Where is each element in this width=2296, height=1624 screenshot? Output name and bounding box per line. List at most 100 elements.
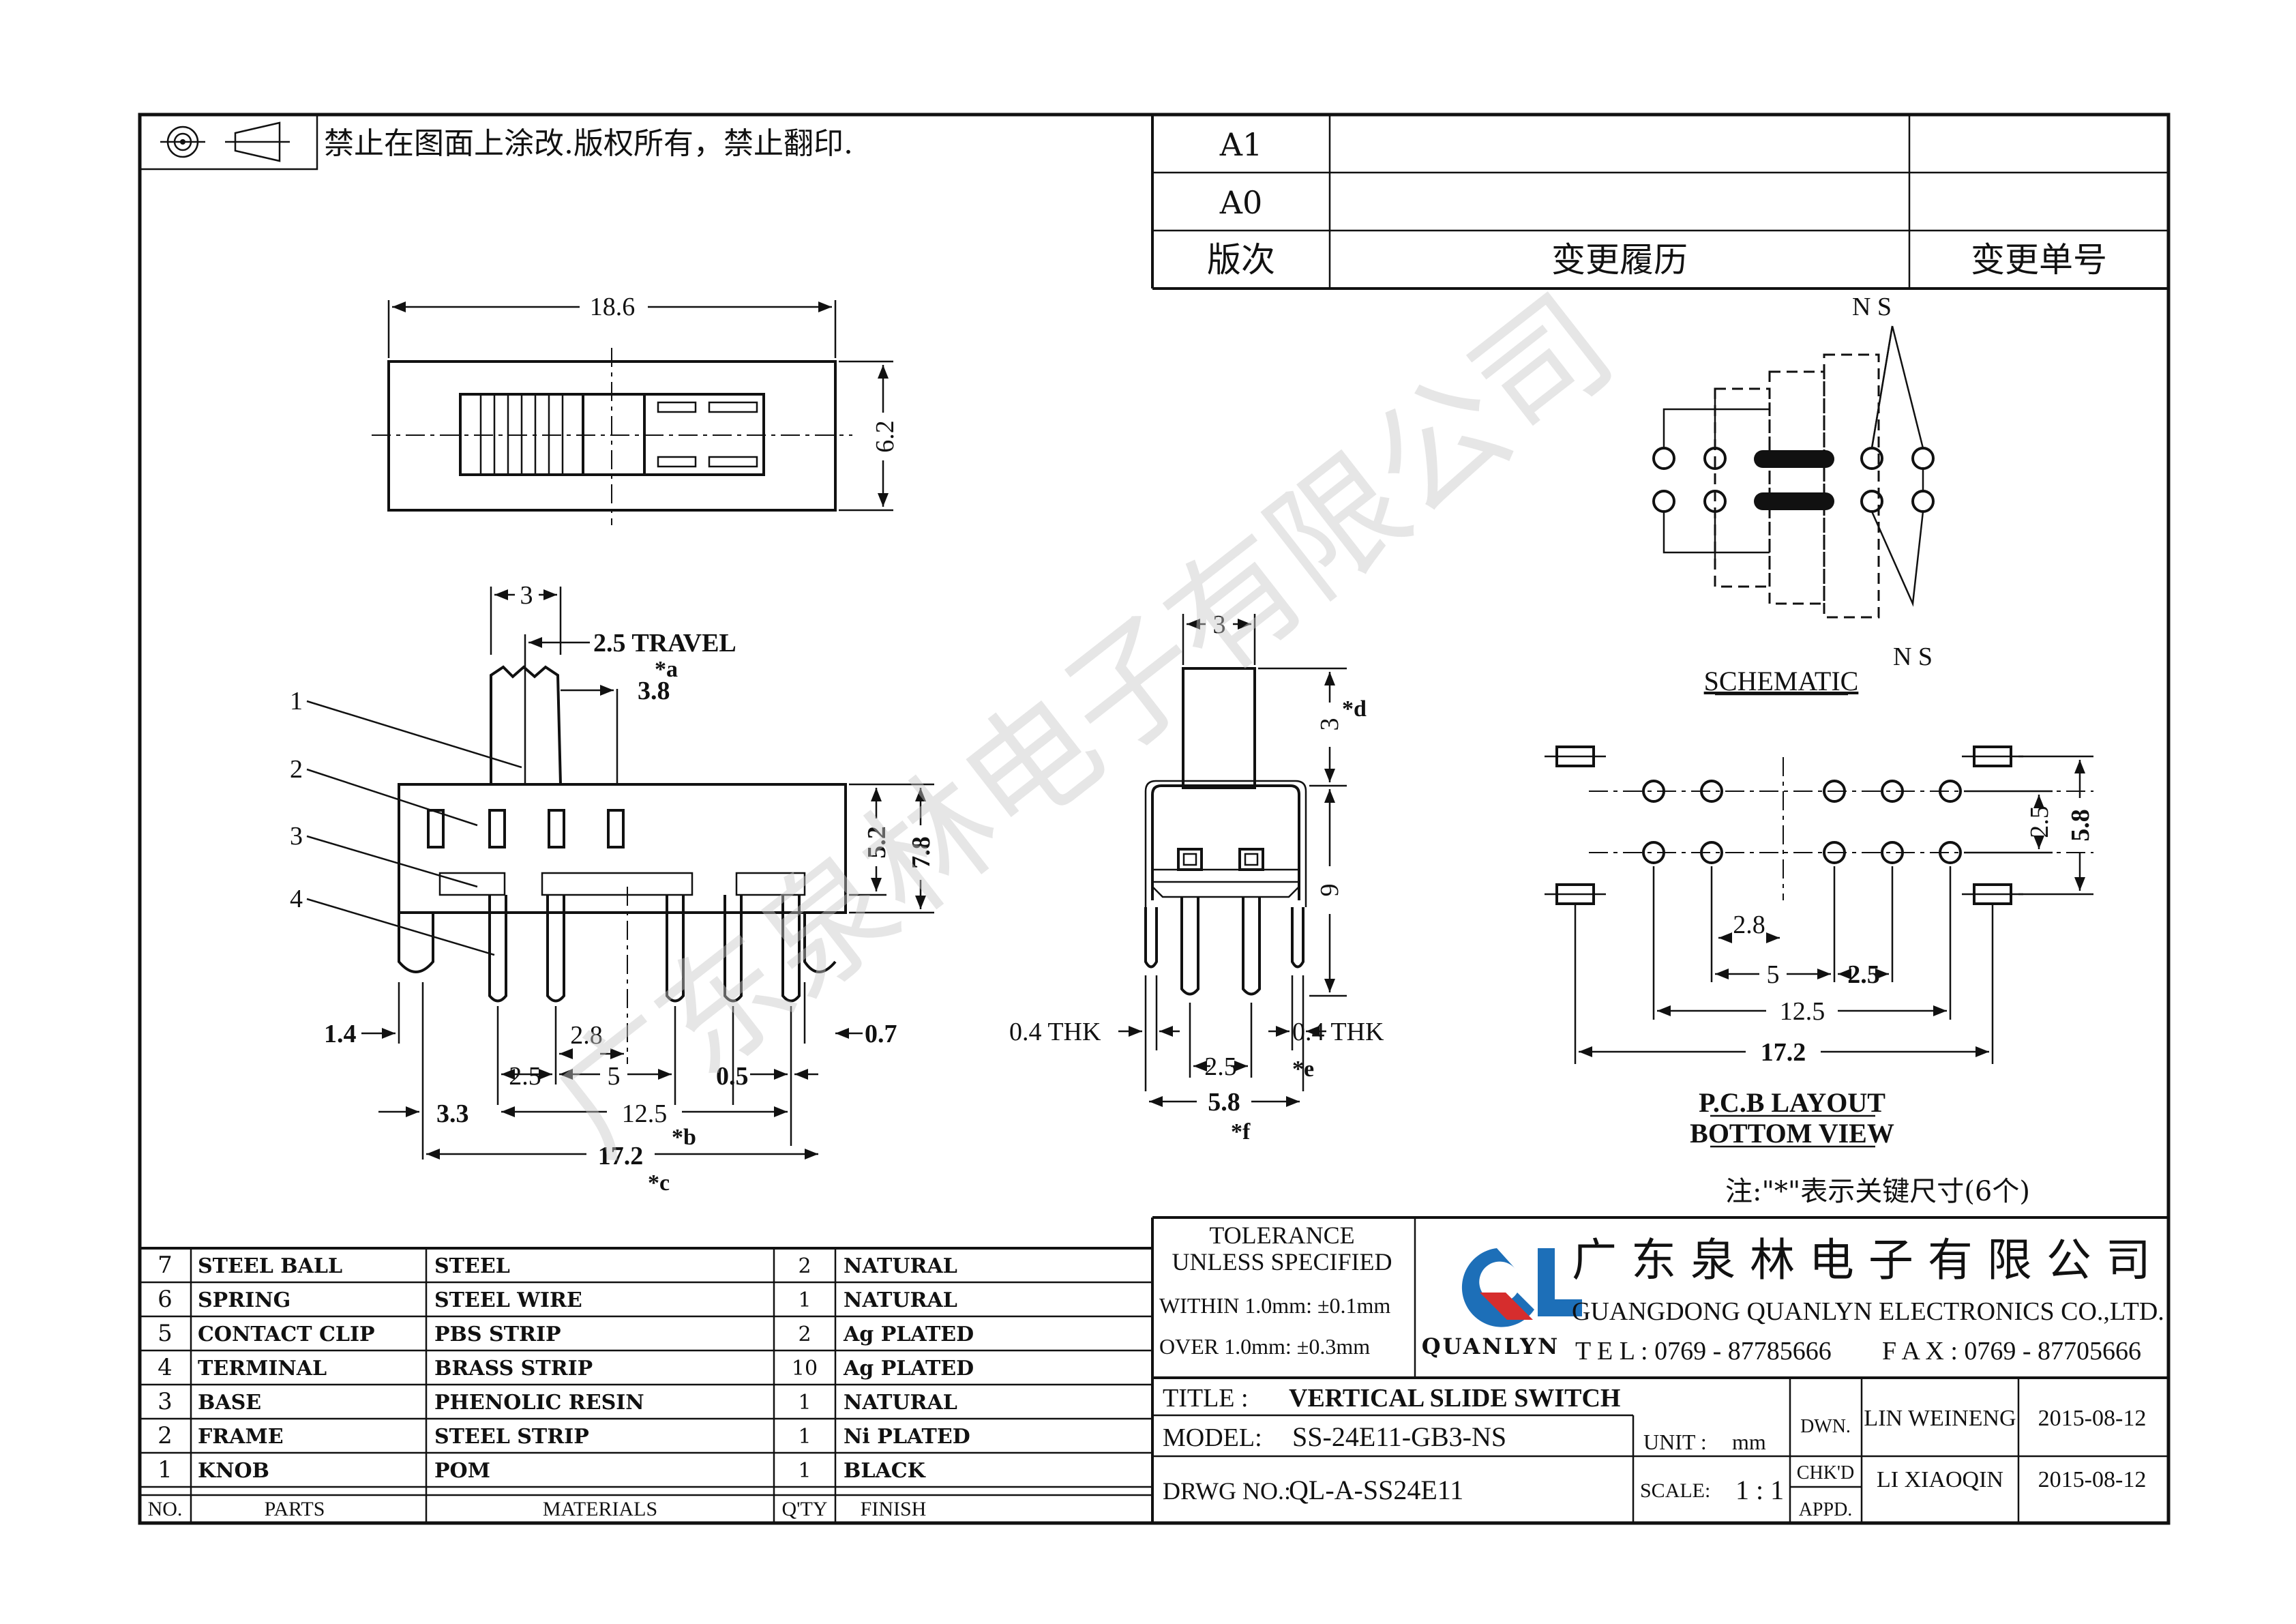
bom-cell-part: SPRING: [198, 1288, 290, 1312]
mark-a: *a: [655, 657, 678, 682]
pcb-title-1: P.C.B LAYOUT: [1699, 1087, 1885, 1118]
model-label: MODEL:: [1163, 1423, 1262, 1452]
chk-name: LI XIAOQIN: [1877, 1467, 2003, 1492]
bom-cell-material: POM: [434, 1459, 490, 1483]
end-view: 3 3 *d 9 0.4 THK 0.4 THK 2.5 *e 5.8 *f: [1009, 610, 1384, 1145]
bom-cell-finish: Ag PLATED: [843, 1357, 974, 1381]
bom-cell-part: KNOB: [198, 1459, 269, 1483]
title-label: TITLE :: [1163, 1384, 1249, 1413]
header-notice: 禁止在图面上涂改.版权所有，禁止翻印.: [138, 113, 853, 171]
bom-cell-no: 2: [158, 1422, 173, 1449]
bom-header-no: NO.: [148, 1498, 183, 1520]
schematic: N S N S SCHEMATIC: [1652, 293, 1935, 696]
bom-cell-finish: NATURAL: [844, 1391, 957, 1415]
callout-3: 3: [290, 822, 303, 851]
drwg-value: QL-A-SS24E11: [1289, 1475, 1463, 1505]
bom-header-finish: FINISH: [861, 1498, 927, 1520]
pcb-title-2: BOTTOM VIEW: [1690, 1118, 1894, 1149]
pcb-dim-12-5: 12.5: [1780, 997, 1825, 1026]
tolerance-4: OVER 1.0mm: ±0.3mm: [1159, 1334, 1370, 1359]
bom-cell-material: STEEL: [434, 1254, 510, 1278]
logo-text: QUANLYN: [1422, 1333, 1560, 1359]
mark-c: *c: [648, 1170, 670, 1196]
pcb-layout: 2.5 5.8 2.8 5 2.5 12.5 17.2 P.C.B LAYOUT…: [1545, 745, 2095, 1149]
callout-4: 4: [290, 885, 303, 913]
bom-cell-part: TERMINAL: [198, 1357, 327, 1381]
key-dimension-note: 注:"*"表示关键尺寸(6个): [1725, 1176, 2030, 1207]
dim-6-2: 6.2: [871, 420, 899, 453]
title-block: TOLERANCE UNLESS SPECIFIED WITHIN 1.0mm:…: [1152, 1216, 2168, 1523]
dim-0-7: 0.7: [865, 1020, 897, 1048]
chk-date: 2015-08-12: [2038, 1467, 2147, 1492]
drwg-label: DRWG NO.:: [1163, 1477, 1291, 1505]
title-value: VERTICAL SLIDE SWITCH: [1289, 1384, 1621, 1413]
dim-17-2: 17.2: [598, 1142, 644, 1170]
thk-right: 0.4 THK: [1292, 1018, 1384, 1046]
bom-header-material: MATERIALS: [543, 1498, 657, 1520]
side-view: 1 2 3 4 3 2.5 TRAVEL *a 3.8 5.2 7.8: [290, 581, 936, 1196]
pcb-dim-2-5b: 2.5: [1847, 960, 1880, 989]
bom-cell-part: STEEL BALL: [198, 1254, 342, 1278]
dwn-label: DWN.: [1800, 1416, 1851, 1437]
company-cn: 广 东 泉 林 电 子 有 限 公 司: [1572, 1234, 2151, 1286]
schematic-label: SCHEMATIC: [1704, 666, 1859, 696]
dim-3-8: 3.8: [638, 677, 670, 705]
chkd-label: CHK'D: [1797, 1462, 1854, 1483]
callout-1: 1: [290, 687, 303, 715]
rev-col-header: 版次: [1207, 240, 1275, 280]
bom-cell-no: 3: [158, 1388, 173, 1415]
mark-f: *f: [1231, 1119, 1251, 1145]
company-en: GUANGDONG QUANLYN ELECTRONICS CO.,LTD.: [1572, 1297, 2164, 1326]
dwn-date: 2015-08-12: [2038, 1406, 2147, 1431]
pcb-dim-5: 5: [1767, 960, 1780, 989]
dim-5-2: 5.2: [863, 826, 891, 859]
unit-label: UNIT :: [1643, 1430, 1707, 1454]
bom-cell-qty: 1: [798, 1391, 811, 1415]
bom-cell-finish: NATURAL: [844, 1288, 957, 1312]
top-view: 18.6 6.2: [372, 293, 899, 525]
bom-cell-no: 5: [158, 1320, 173, 1347]
bom-cell-finish: NATURAL: [844, 1254, 957, 1278]
callout-2: 2: [290, 755, 303, 784]
bom-table: [140, 1217, 1154, 1523]
thk-left: 0.4 THK: [1009, 1018, 1101, 1046]
bom-cell-material: STEEL WIRE: [434, 1288, 582, 1312]
bom-cell-no: 7: [158, 1252, 173, 1279]
dim-1-4: 1.4: [324, 1020, 357, 1048]
model-value: SS-24E11-GB3-NS: [1292, 1421, 1506, 1452]
dim-end-9: 9: [1315, 884, 1344, 897]
dim-3-3: 3.3: [436, 1099, 469, 1128]
bom-cell-no: 1: [158, 1456, 173, 1483]
unit-value: mm: [1732, 1430, 1766, 1454]
bom-headers: NO. PARTS MATERIALS Q'TY FINISH: [148, 1498, 927, 1520]
mark-e: *e: [1292, 1057, 1314, 1082]
bom-cell-part: CONTACT CLIP: [198, 1323, 375, 1346]
scale-value: 1 : 1: [1735, 1475, 1784, 1505]
company-tel: T E L : 0769 - 87785666: [1575, 1337, 1832, 1365]
pcb-dim-2-8: 2.8: [1733, 911, 1765, 939]
scale-label: SCALE:: [1640, 1479, 1710, 1502]
bom-header-part: PARTS: [265, 1498, 325, 1520]
bom-cell-no: 4: [158, 1354, 173, 1381]
pcb-dim-2-5: 2.5: [2025, 806, 2054, 838]
tolerance-1: TOLERANCE: [1209, 1222, 1354, 1249]
dim-travel: 2.5 TRAVEL: [593, 629, 736, 658]
bom-cell-qty: 2: [798, 1323, 811, 1346]
bom-cell-part: FRAME: [198, 1425, 284, 1449]
schematic-ns-bottom: N S: [1893, 643, 1933, 671]
dim-18-6: 18.6: [590, 293, 636, 321]
bom-cell-qty: 1: [798, 1459, 811, 1483]
bom-cell-qty: 10: [792, 1357, 818, 1381]
dim-0-5: 0.5: [716, 1062, 749, 1091]
bom-header-qty: Q'TY: [781, 1498, 827, 1520]
bom-cell-finish: BLACK: [844, 1459, 926, 1483]
pcb-dim-5-8: 5.8: [2066, 809, 2095, 842]
history-col-header: 变更履历: [1551, 240, 1688, 280]
dim-end-5-8: 5.8: [1208, 1088, 1240, 1117]
bom-cell-no: 6: [158, 1286, 173, 1313]
dim-end-3: 3: [1213, 610, 1226, 639]
appd-label: APPD.: [1799, 1499, 1853, 1520]
notice-text: 禁止在图面上涂改.版权所有，禁止翻印.: [324, 126, 853, 161]
